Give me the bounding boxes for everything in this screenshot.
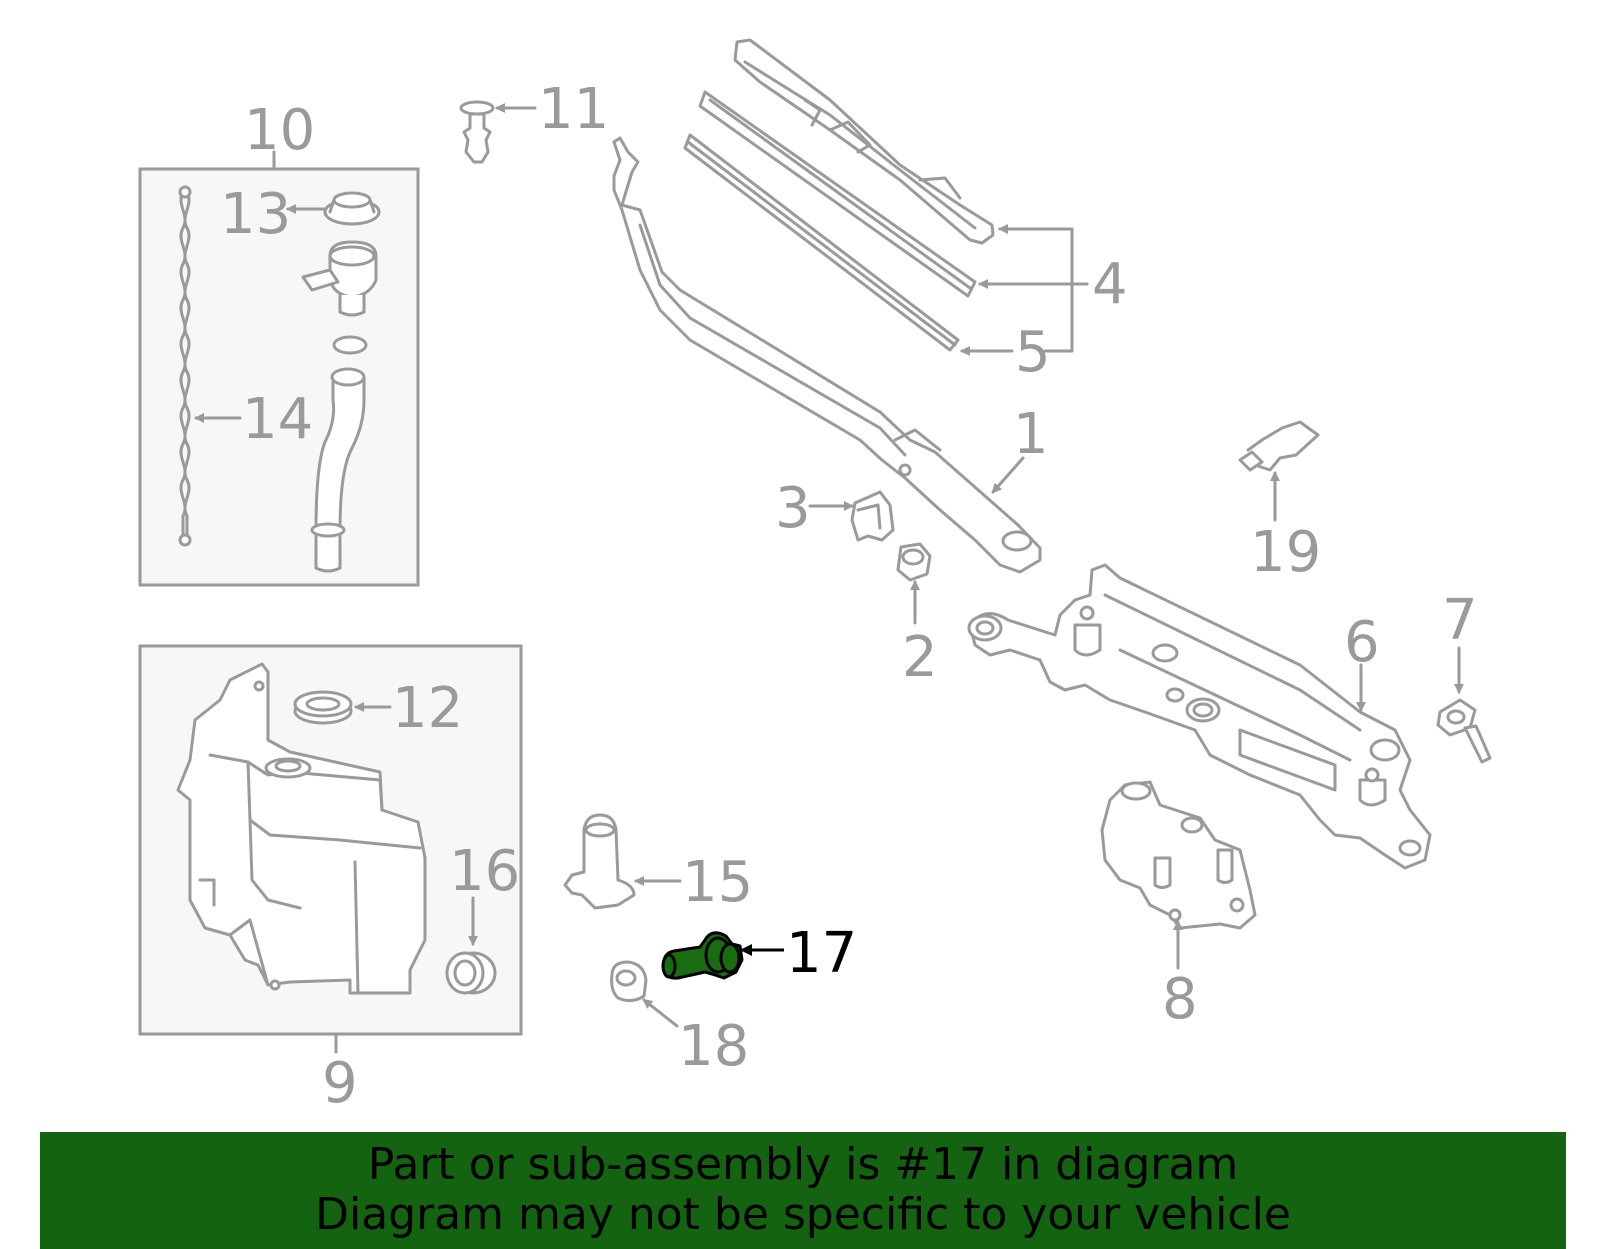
filler-neck <box>301 240 378 573</box>
push-clip <box>459 100 495 164</box>
callout-4: 4 <box>1092 252 1128 317</box>
blade-insert <box>683 90 977 352</box>
washer-reservoir <box>176 662 427 995</box>
connector-19 <box>1238 420 1320 472</box>
bolt-7 <box>1436 698 1492 764</box>
callout-19: 19 <box>1250 520 1321 585</box>
banner-line-2: Diagram may not be specific to your vehi… <box>315 1189 1291 1240</box>
grommet-18 <box>610 960 648 1003</box>
callout-14: 14 <box>242 387 313 452</box>
callout-3: 3 <box>775 476 811 541</box>
wiper-arm <box>612 136 1042 574</box>
washer-nozzle <box>563 813 636 910</box>
wiper-linkage <box>967 563 1432 870</box>
info-banner: Part or sub-assembly is #17 in diagram D… <box>40 1132 1566 1249</box>
pivot-cap <box>850 490 895 542</box>
nut <box>896 542 932 582</box>
callout-17[interactable]: 17 <box>786 921 857 986</box>
leader-lines <box>194 103 1464 1028</box>
callout-5: 5 <box>1015 320 1051 385</box>
callout-18: 18 <box>678 1014 749 1079</box>
callout-6: 6 <box>1344 610 1380 675</box>
callout-12: 12 <box>392 676 463 741</box>
callout-2: 2 <box>902 625 938 690</box>
reservoir-cap <box>323 191 381 226</box>
callout-10: 10 <box>244 98 315 163</box>
callout-13: 13 <box>220 182 291 247</box>
callout-11: 11 <box>538 77 609 142</box>
callout-9: 9 <box>322 1051 358 1116</box>
dipstick-level-gauge <box>178 185 192 547</box>
callout-8: 8 <box>1162 967 1198 1032</box>
highlighted-part-17[interactable] <box>661 931 744 980</box>
banner-line-1: Part or sub-assembly is #17 in diagram <box>367 1139 1239 1190</box>
wiper-motor <box>1100 780 1257 930</box>
gasket <box>293 690 353 725</box>
callout-1: 1 <box>1013 402 1049 467</box>
callout-15: 15 <box>682 850 753 915</box>
grommet-16 <box>445 951 497 995</box>
callout-16: 16 <box>449 839 520 904</box>
callout-7: 7 <box>1442 588 1478 653</box>
wiper-blade <box>733 38 995 245</box>
